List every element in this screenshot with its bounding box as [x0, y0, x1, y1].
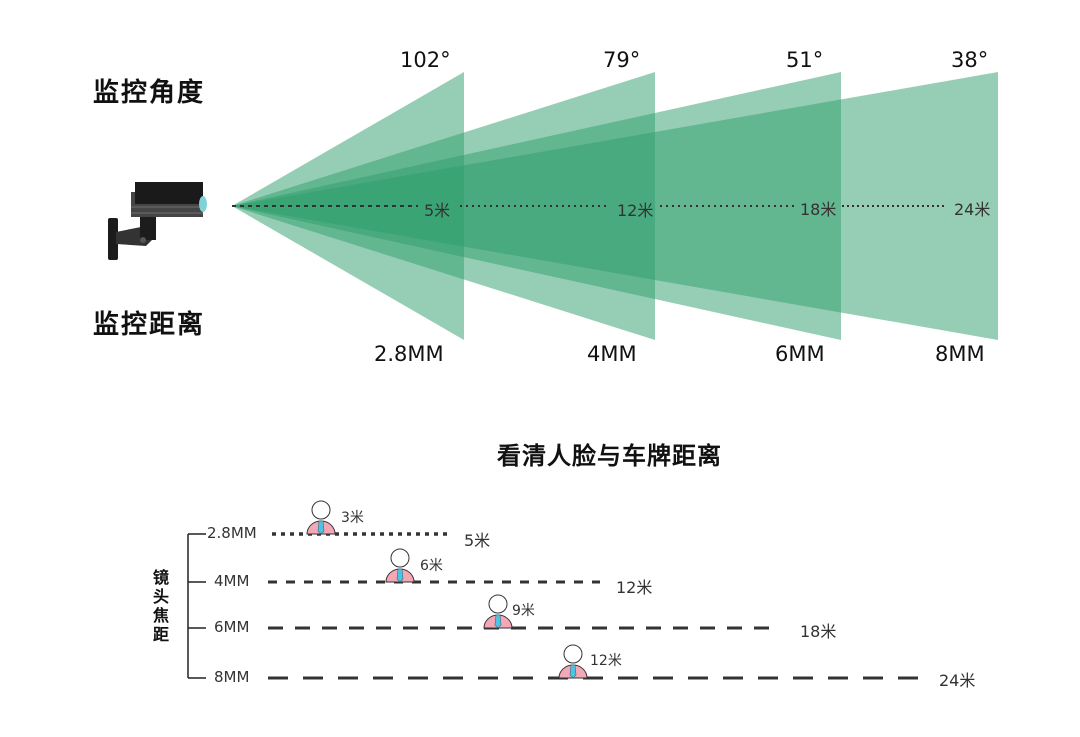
- angle-label-6mm: 51°: [786, 48, 824, 72]
- max-distance-12m: 12米: [616, 578, 653, 597]
- distance-label-24m: 24米: [954, 200, 991, 219]
- security-camera-icon: [108, 182, 207, 260]
- focal-label-4mm: 4MM: [587, 342, 637, 366]
- focal-label-6mm: 6MM: [775, 342, 825, 366]
- focal-label-2-8mm: 2.8MM: [374, 342, 444, 366]
- person-distance-12m: 12米: [590, 653, 622, 669]
- person-distance-3m: 3米: [341, 510, 364, 526]
- focal-label-8mm: 8MM: [935, 342, 985, 366]
- wedge-8mm: [232, 72, 998, 340]
- distance-label-18m: 18米: [800, 200, 837, 219]
- angle-label-8mm: 38°: [951, 48, 989, 72]
- lens-axis-bracket: [187, 533, 206, 679]
- person-icon: [306, 500, 336, 535]
- angle-heading: 监控角度: [93, 78, 206, 108]
- angle-label-4mm: 79°: [603, 48, 641, 72]
- distance-heading: 监控距离: [93, 310, 206, 340]
- max-distance-24m: 24米: [939, 671, 976, 690]
- face-plate-distance-title: 看清人脸与车牌距离: [497, 442, 722, 470]
- row-focal-2-8mm: 2.8MM: [207, 524, 257, 542]
- distance-label-12m: 12米: [617, 201, 654, 220]
- lens-focal-axis-label: 镜头焦距: [152, 568, 169, 644]
- row-focal-6mm: 6MM: [214, 618, 250, 636]
- row-focal-4mm: 4MM: [214, 572, 250, 590]
- max-distance-18m: 18米: [800, 622, 837, 641]
- person-icon: [385, 548, 415, 583]
- angle-label-2-8mm: 102°: [400, 48, 451, 72]
- row-focal-8mm: 8MM: [214, 668, 250, 686]
- max-distance-5m: 5米: [464, 531, 491, 550]
- person-icon: [483, 594, 513, 629]
- distance-label-5m: 5米: [424, 201, 451, 220]
- person-distance-6m: 6米: [420, 558, 443, 574]
- person-distance-9m: 9米: [512, 603, 535, 619]
- person-icon: [558, 644, 588, 679]
